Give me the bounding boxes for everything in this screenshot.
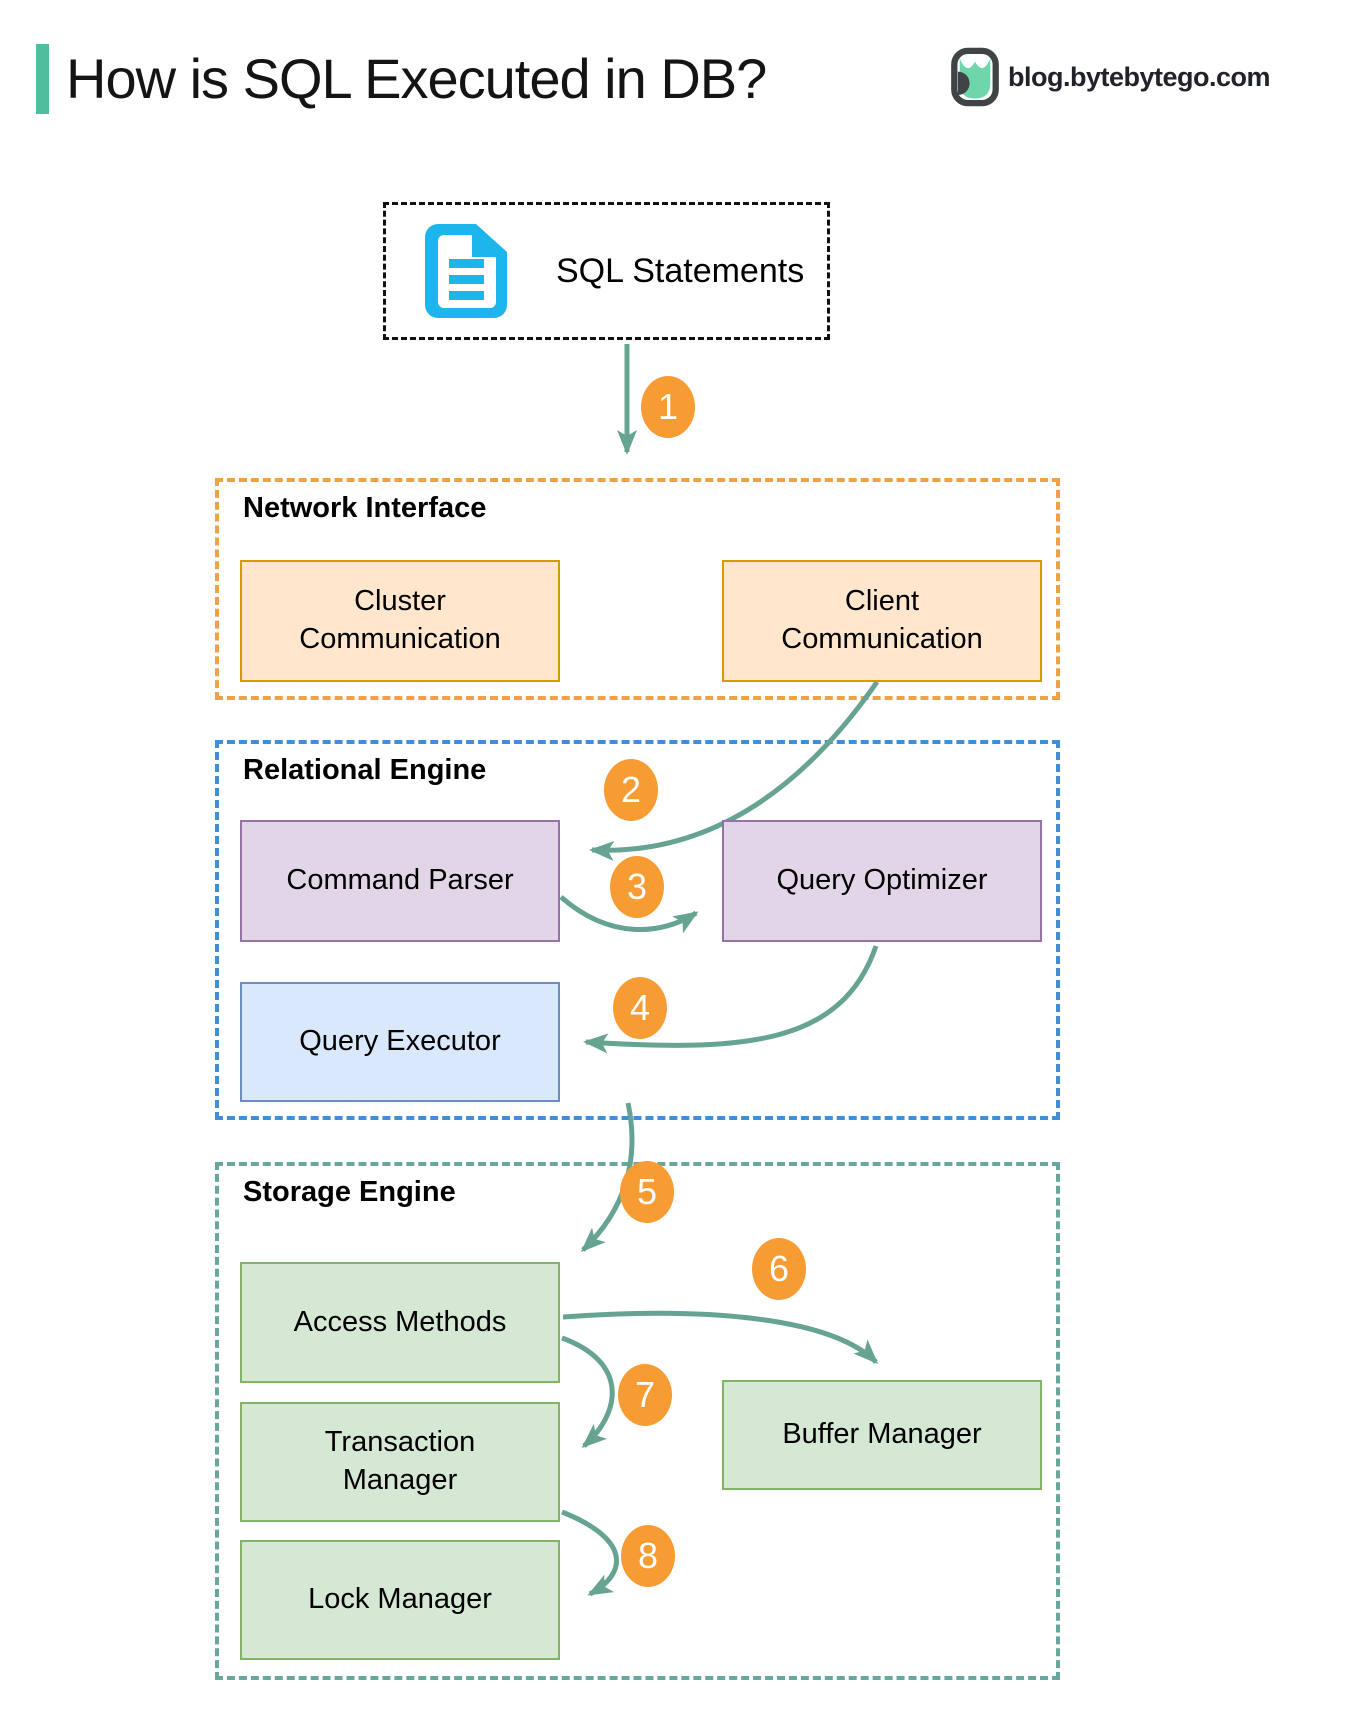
node-access-methods: Access Methods	[240, 1262, 560, 1383]
step-badge-4: 4	[613, 977, 667, 1039]
step-badge-2: 2	[604, 759, 658, 821]
page-title: How is SQL Executed in DB?	[66, 47, 767, 110]
sql-statements-label: SQL Statements	[556, 251, 805, 290]
node-buffer-manager: Buffer Manager	[722, 1380, 1042, 1490]
brand: blog.bytebytego.com	[948, 46, 1271, 108]
node-cluster-communication: Cluster Communication	[240, 560, 560, 682]
node-query-executor: Query Executor	[240, 982, 560, 1102]
storage-engine-title: Storage Engine	[243, 1176, 456, 1208]
step-badge-3: 3	[610, 856, 664, 918]
title-accent-bar	[36, 44, 49, 114]
step-badge-7: 7	[618, 1364, 672, 1426]
bytebytego-logo-icon	[951, 47, 999, 107]
node-transaction-manager: Transaction Manager	[240, 1402, 560, 1522]
node-command-parser: Command Parser	[240, 820, 560, 942]
sql-document-icon	[425, 224, 507, 318]
network-interface-title: Network Interface	[243, 492, 487, 524]
node-query-optimizer: Query Optimizer	[722, 820, 1042, 942]
node-lock-manager: Lock Manager	[240, 1540, 560, 1660]
brand-site-text: blog.bytebytego.com	[1008, 61, 1271, 92]
sql-statements-box: SQL Statements	[383, 202, 830, 340]
step-badge-1: 1	[641, 376, 695, 438]
step-badge-5: 5	[620, 1161, 674, 1223]
step-badge-6: 6	[752, 1238, 806, 1300]
node-client-communication: Client Communication	[722, 560, 1042, 682]
relational-engine-title: Relational Engine	[243, 754, 487, 786]
step-badge-8: 8	[621, 1525, 675, 1587]
